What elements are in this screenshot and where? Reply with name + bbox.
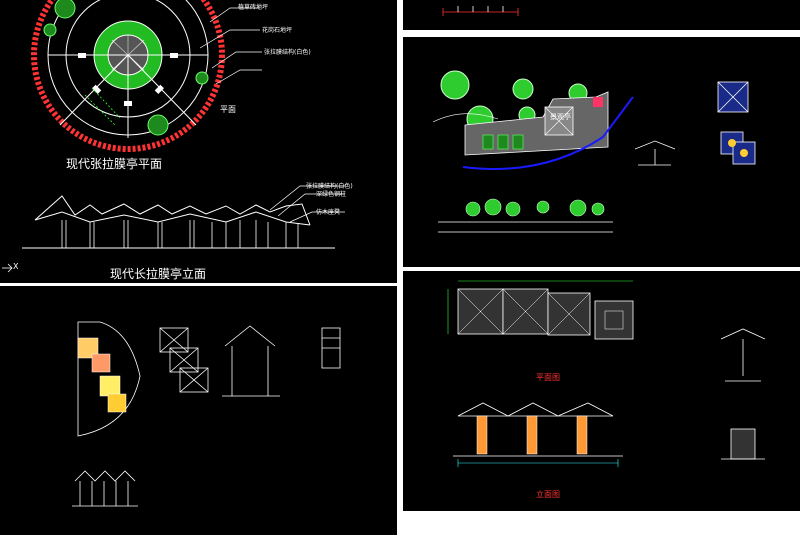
plan-elevation-panel: 植草砖地坪 花岗石地坪 张拉膜结构(白色) 平面 现代张拉膜亭平面 张拉膜结构(… — [0, 0, 397, 283]
elevation-drawing — [22, 185, 345, 249]
pavilion-label: 景观亭 — [550, 113, 571, 121]
site-plan-panel: 景观亭 — [403, 37, 800, 267]
callout-membrane: 张拉膜结构(白色) — [264, 49, 311, 56]
plan-outline — [77, 321, 141, 437]
small-elevation — [72, 470, 138, 507]
strip-drawing — [442, 6, 519, 16]
elev-callout-column: 深绿色钢柱 — [316, 191, 347, 198]
site-plan-drawing — [432, 70, 756, 233]
elevation-title-br: 立面图 — [536, 490, 560, 499]
callout-granite: 花岗石地坪 — [262, 27, 293, 34]
plan-label: 平面 — [220, 105, 236, 114]
tensile-pavilion-drawing — [2, 0, 345, 273]
ucs-label: X — [13, 262, 19, 271]
pavilion-drawing — [447, 280, 766, 467]
elevation-title: 现代长拉膜亭立面 — [110, 267, 207, 281]
top-strip-panel — [403, 0, 800, 30]
plan-title: 现代张拉膜亭平面 — [66, 157, 163, 171]
elev-callout-bench: 仿木座凳 — [316, 209, 341, 216]
pavilion-plan-elevation-panel: 平面图 立面图 — [403, 271, 800, 511]
ucs-icon — [2, 263, 13, 273]
callout-grass-paver: 植草砖地坪 — [238, 4, 269, 11]
plan-title-br: 平面图 — [536, 373, 560, 382]
elev-callout-membrane: 张拉膜结构(白色) — [306, 183, 353, 190]
detail-drawings-panel — [0, 286, 397, 535]
circular-plan — [31, 0, 262, 152]
detail-drawing — [72, 321, 341, 507]
